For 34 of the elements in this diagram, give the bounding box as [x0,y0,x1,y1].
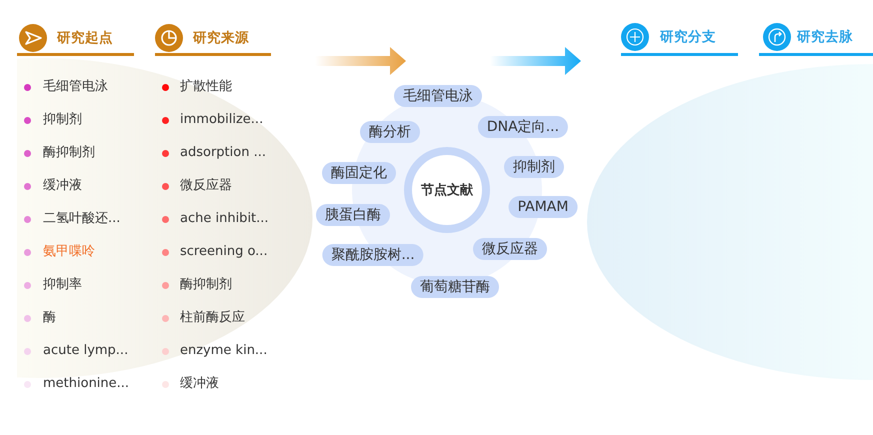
list-item: acute lymp... [43,342,128,360]
list-item: 氨甲喋呤 [43,243,95,261]
keyword-tag: 毛细管电泳 [394,85,482,107]
list-item: adsorption ... [180,144,266,162]
keyword-tag: DNA定向... [478,116,568,138]
list-item: immobilize... [180,111,264,129]
list-item: 缓冲液 [180,375,219,393]
list-item: 二氢叶酸还... [43,210,120,228]
list-item: 缓冲液 [43,177,82,195]
list-item: 酶抑制剂 [43,144,95,162]
section-heading: 研究分支 [660,28,716,46]
keyword-tag: 葡萄糖苷酶 [411,276,499,298]
list-item: 毛细管电泳 [43,78,108,96]
keyword-tag: 酶固定化 [322,162,396,184]
list-item: 柱前酶反应 [180,309,245,327]
list-item: 抑制剂 [43,111,82,129]
list-item: 酶抑制剂 [180,276,232,294]
keyword-tag: 聚酰胺胺树... [322,244,424,266]
keyword-tag: PAMAM [508,196,578,218]
list-item: 酶 [43,309,56,327]
keyword-tag: 酶分析 [360,121,420,143]
list-item: ache inhibit... [180,210,269,228]
keyword-tag: 抑制剂 [504,156,564,178]
list-item: enzyme kin... [180,342,268,360]
section-heading: 研究来源 [193,29,249,47]
keyword-tag: 胰蛋白酶 [316,204,390,226]
section-heading: 研究起点 [57,29,113,47]
list-item: 微反应器 [180,177,232,195]
list-item: 抑制率 [43,276,82,294]
list-item: 扩散性能 [180,78,232,96]
list-item: screening o... [180,243,268,261]
section-heading: 研究去脉 [797,28,853,46]
keyword-tag: 微反应器 [473,238,547,260]
list-item: methionine... [43,375,130,393]
